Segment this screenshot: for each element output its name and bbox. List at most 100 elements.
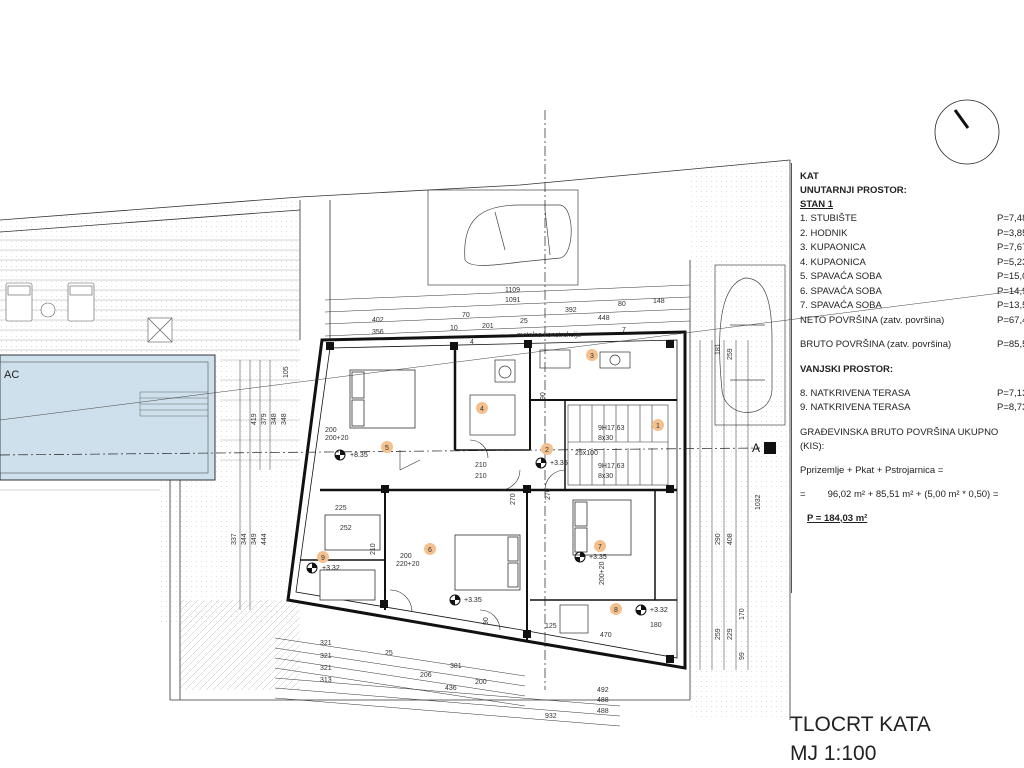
room-area: P=7,67 — [997, 242, 1024, 253]
doors — [389, 439, 566, 631]
dim-text: 201 — [482, 323, 494, 330]
room-label: 5. SPAVAĆA SOBA — [800, 271, 882, 282]
stair-label: 8x30 — [598, 473, 613, 480]
room-number: 3 — [590, 353, 594, 360]
stair-label: 8x30 — [598, 435, 613, 442]
sun-loungers — [5, 282, 173, 343]
dim-text: 290 — [715, 533, 722, 545]
dim-text: 10 — [450, 325, 458, 332]
legend-unit: STAN 1 — [800, 199, 834, 210]
legend-room-row: 5. SPAVAĆA SOBA P=15,0 — [800, 270, 1024, 285]
dim-text: 337 — [231, 533, 238, 545]
legend-room-row: 2. HODNIK P=3,85 — [800, 227, 1024, 242]
room-label: 2. HODNIK — [800, 227, 848, 239]
dim-text: 210 — [370, 543, 377, 555]
dim-text: 200 — [400, 553, 412, 560]
bottom-dimensions: 321 321 321 313 25 381 206 436 200 492 4… — [320, 622, 662, 720]
legend-floor: KAT — [800, 171, 819, 182]
site-boundary — [0, 159, 791, 720]
dim-text: 349 — [251, 533, 258, 545]
dim-text: 200+20 — [325, 435, 349, 442]
room-area: P=14,9 — [997, 285, 1024, 297]
columns — [326, 340, 674, 663]
room-number: 2 — [545, 447, 549, 454]
room-label: 3. KUPAONICA — [800, 242, 866, 253]
terrace-label: 8. NATKRIVENA TERASA — [800, 387, 911, 399]
dim-text: 381 — [450, 663, 462, 670]
dim-text: 356 — [372, 329, 384, 336]
section-mark: A — [752, 441, 760, 455]
stair-label: 9H17,63 — [598, 463, 625, 470]
dim-text: 488 — [597, 697, 609, 704]
pool-label: AC — [4, 369, 19, 381]
dim-text: 180 — [650, 622, 662, 629]
level-label: +3.32 — [322, 565, 340, 572]
net-area: P=67,4 — [997, 314, 1024, 326]
dim-text: 99 — [739, 652, 746, 660]
dim-text: 470 — [600, 632, 612, 639]
dim-text: 90 — [540, 392, 547, 400]
drawing-scale: MJ 1:100 — [790, 742, 876, 765]
dim-text: 206 — [420, 672, 432, 679]
stair-label: 9H17,63 — [598, 425, 625, 432]
section-arrow-icon — [764, 442, 776, 454]
dim-text: 270 — [545, 488, 552, 500]
dim-text: 321 — [320, 653, 332, 660]
dim-text: 444 — [261, 533, 268, 545]
dim-text: 270 — [510, 493, 517, 505]
room-label: 4. KUPAONICA — [800, 256, 866, 268]
beds — [319, 369, 632, 601]
dim-text: 259 — [715, 628, 722, 640]
dim-text: 488 — [597, 708, 609, 715]
area-legend: KAT UNUTARNJI PROSTOR: STAN 1 1. STUBIŠT… — [800, 170, 1024, 526]
dim-text: 259 — [727, 348, 734, 360]
legend-exterior-heading: VANJSKI PROSTOR: — [800, 363, 894, 375]
dim-text: 220+20 — [396, 561, 420, 568]
drawing-title: TLOCRT KATA — [790, 713, 931, 736]
legend-divider — [791, 163, 792, 593]
dim-text: 4 — [470, 339, 474, 346]
dim-text: 210 — [475, 473, 487, 480]
level-label: +3.32 — [650, 607, 668, 614]
dim-text: 80 — [618, 301, 626, 308]
dim-text: 210 — [475, 462, 487, 469]
dim-text: 321 — [320, 665, 332, 672]
dim-text: 436 — [445, 685, 457, 692]
room-label: 7. SPAVAĆA SOBA — [800, 300, 882, 311]
room-area: P=13,5 — [997, 300, 1024, 311]
room-area: P=15,0 — [997, 271, 1024, 282]
dim-text: 1032 — [755, 494, 762, 510]
gross-label: BRUTO POVRŠINA (zatv. površina) — [800, 339, 952, 350]
dim-text: 229 — [727, 628, 734, 640]
legend-room-row: 7. SPAVAĆA SOBA P=13,5 — [800, 299, 1024, 314]
dim-text: 7 — [622, 327, 626, 334]
north-arrow-icon — [934, 99, 1000, 165]
dim-text: 25 — [520, 318, 528, 325]
legend-room-row: 1. STUBIŠTE P=7,48 — [800, 212, 1024, 227]
dim-text: 200 — [475, 679, 487, 686]
dim-text: 1091 — [505, 297, 521, 304]
legend-net-row: NETO POVRŠINA (zatv. površina) P=67,4 — [800, 314, 1024, 329]
room-number: 7 — [598, 544, 602, 551]
dim-text: 492 — [597, 687, 609, 694]
net-label: NETO POVRŠINA (zatv. površina) — [800, 314, 945, 326]
terrace-area: P=7,13 — [997, 387, 1024, 399]
dim-text: 402 — [372, 317, 384, 324]
dim-text: 392 — [565, 307, 577, 314]
pool: AC — [0, 354, 216, 481]
room-area: P=5,23 — [997, 256, 1024, 268]
level-label: +3.35 — [589, 554, 607, 561]
room-number: 8 — [614, 607, 618, 614]
dim-text: 408 — [727, 533, 734, 545]
room-area: P=3,85 — [997, 227, 1024, 239]
legend-total: P = 184,03 m² — [807, 512, 868, 524]
room-number: 6 — [428, 547, 432, 554]
legend-room-row: 3. KUPAONICA P=7,67 — [800, 241, 1024, 256]
room-area: P=7,48 — [997, 213, 1024, 224]
room-label: 1. STUBIŠTE — [800, 213, 858, 224]
dim-text: 344 — [241, 533, 248, 545]
dim-text: 379 — [261, 413, 268, 425]
dim-text: 125 — [545, 623, 557, 630]
